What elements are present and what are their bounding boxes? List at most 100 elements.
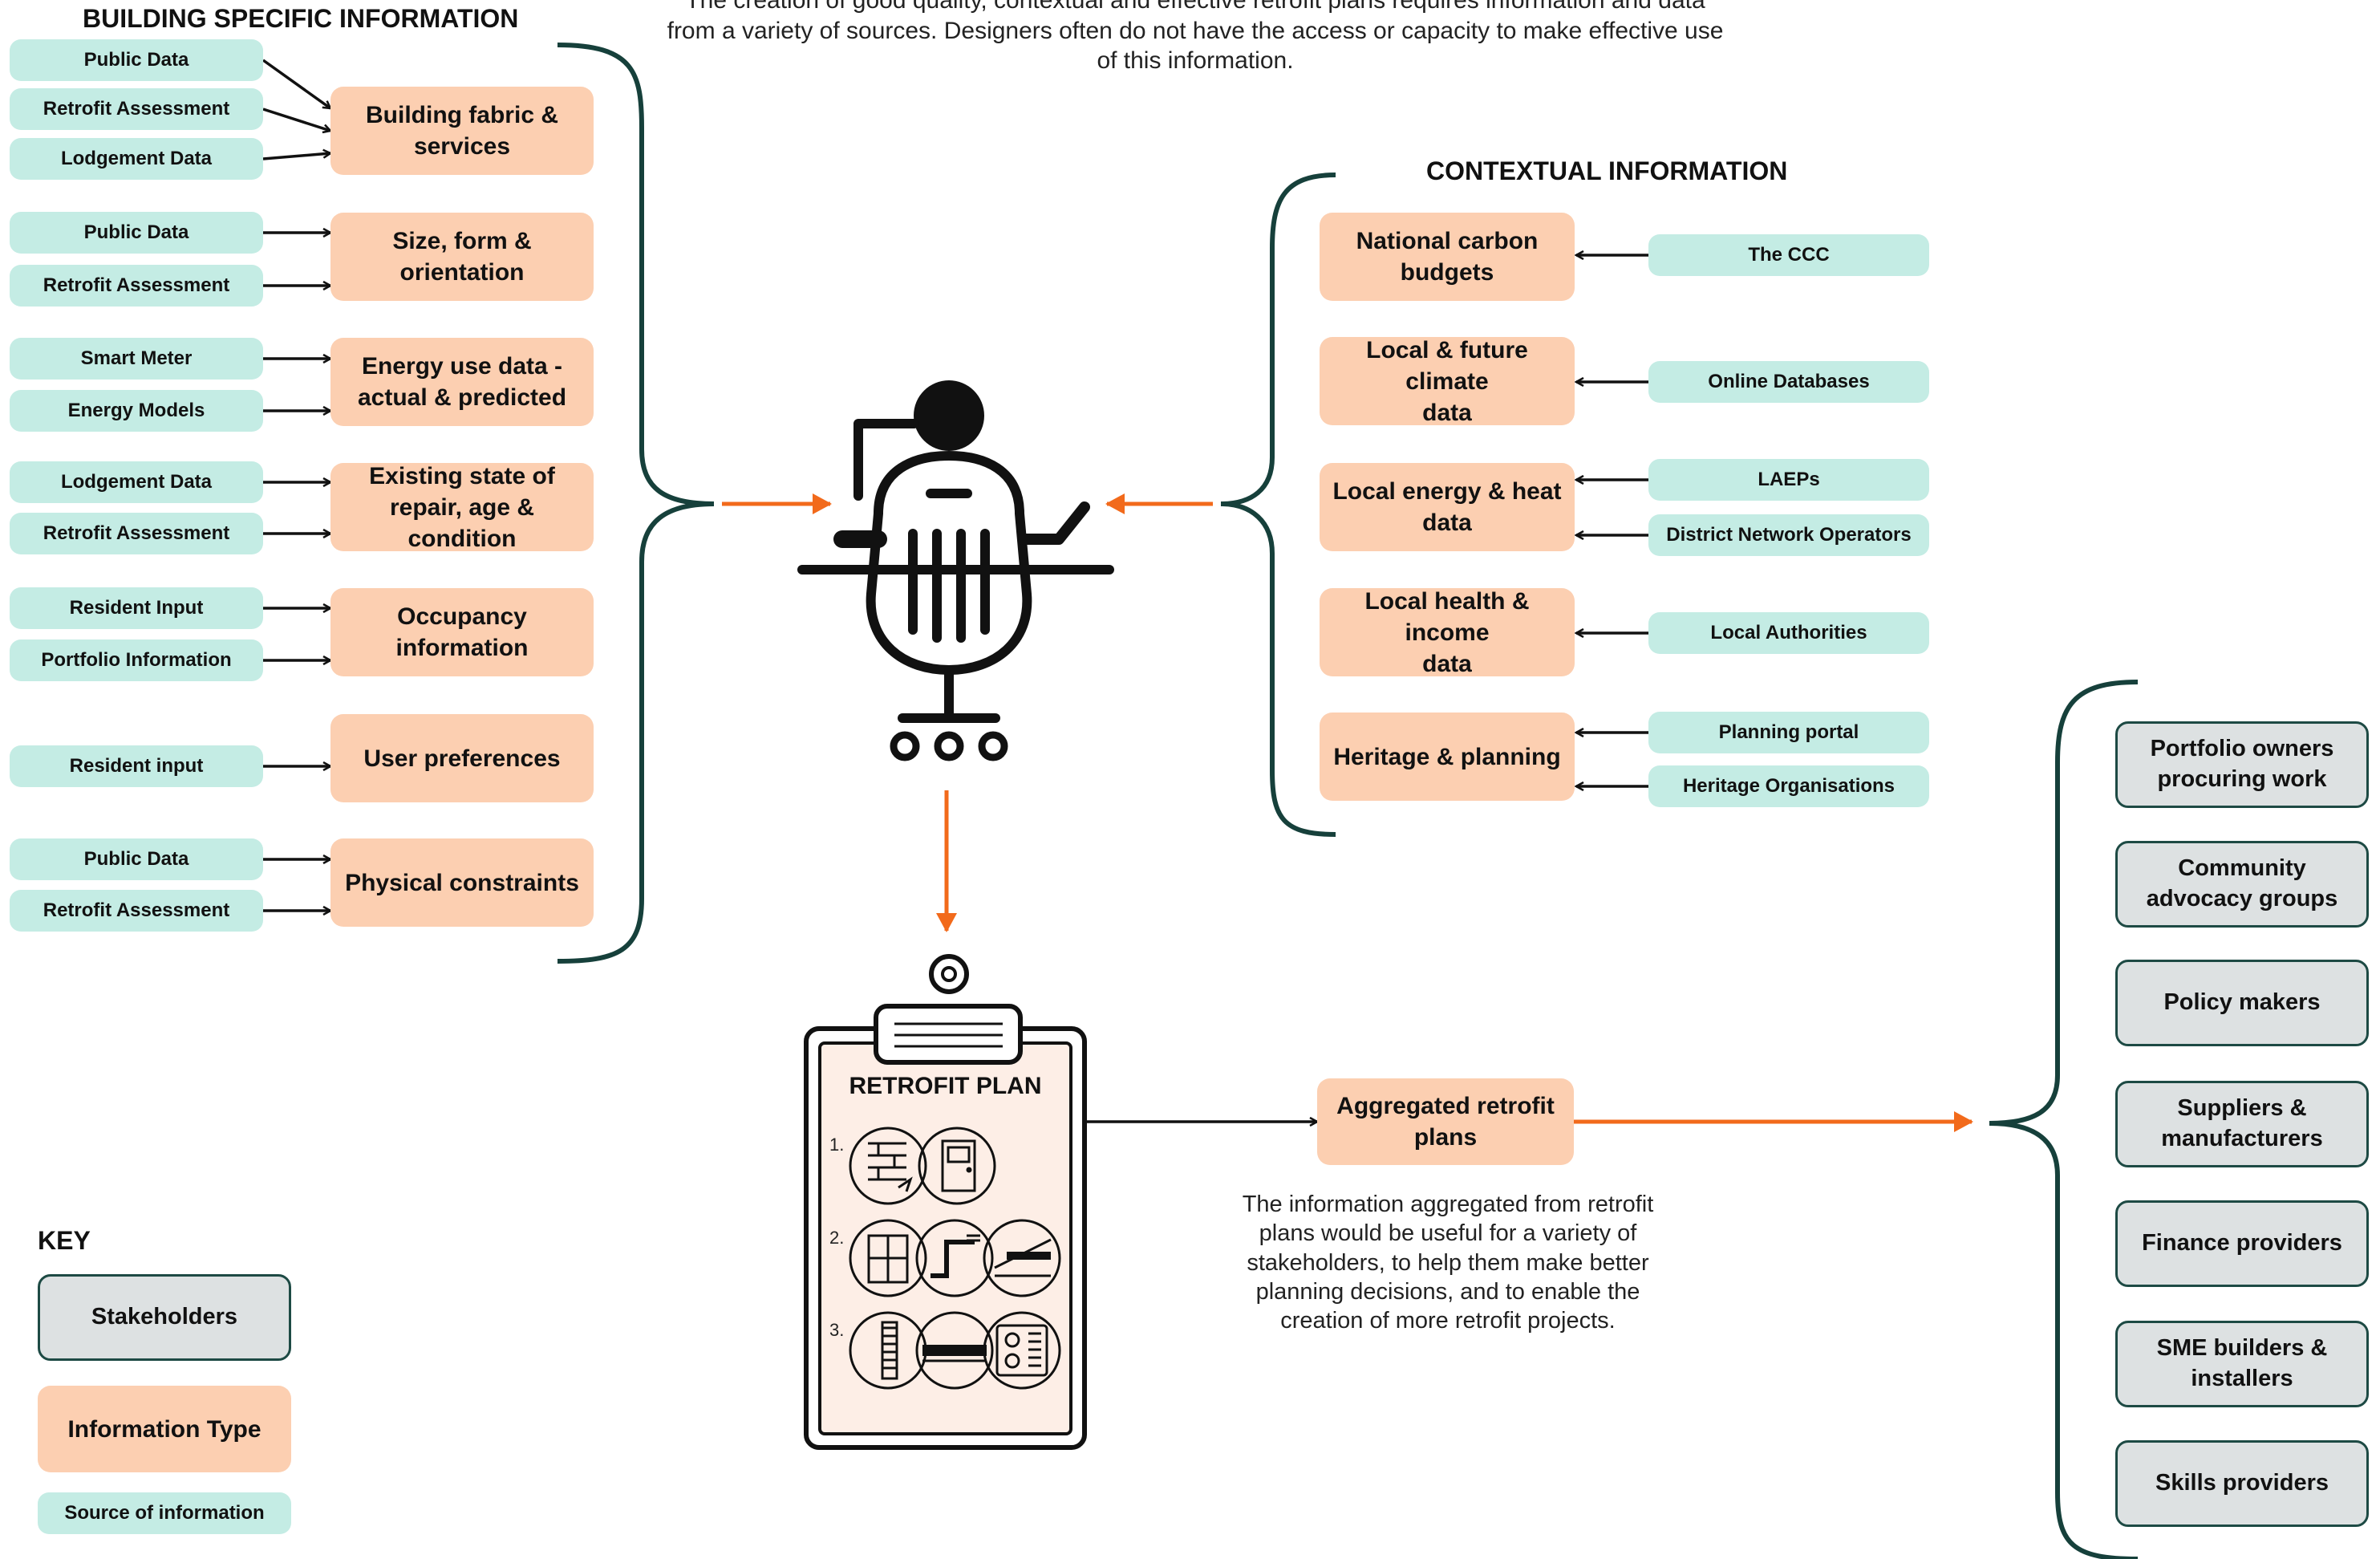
plan-step-1: 1. xyxy=(829,1135,845,1155)
plan-step-3: 3. xyxy=(829,1320,845,1340)
intro-line-1: The creation of good quality, contextual… xyxy=(685,0,1705,14)
info-box: Building fabric &services xyxy=(330,87,594,175)
source-box-line: Retrofit Assessment xyxy=(43,98,230,120)
source-box: District Network Operators xyxy=(1648,514,1929,556)
key-title: KEY xyxy=(38,1226,91,1255)
stakeholder-box-line: Suppliers & xyxy=(2177,1095,2307,1122)
window-icon xyxy=(849,1219,927,1297)
aggregated-desc-line: stakeholders, to help them make better xyxy=(1247,1249,1649,1276)
source-box: Public Data xyxy=(10,212,263,254)
source-box-line: Planning portal xyxy=(1718,721,1859,744)
source-arrows xyxy=(262,59,1648,911)
info-box-line: Heritage & planning xyxy=(1333,743,1561,770)
source-box-line: Local Authorities xyxy=(1710,622,1867,644)
aggregated-label-line-2: plans xyxy=(1413,1124,1478,1151)
door-icon xyxy=(918,1127,996,1205)
aggregated-retrofit-plans-box: Aggregated retrofit plans xyxy=(1317,1078,1574,1165)
source-box: LAEPs xyxy=(1648,459,1929,501)
plan-step-2: 2. xyxy=(829,1228,845,1248)
source-box-line: Smart Meter xyxy=(80,347,193,370)
source-box: Retrofit Assessment xyxy=(10,890,263,932)
source-box-line: Retrofit Assessment xyxy=(43,899,230,922)
source-arrow xyxy=(262,153,330,160)
intro-text: The creation of good quality, contextual… xyxy=(626,0,1765,76)
info-box-line: Local energy & heat xyxy=(1332,478,1562,505)
stakeholder-box: Suppliers & manufacturers xyxy=(2115,1081,2369,1167)
info-box-line: services xyxy=(413,133,511,160)
info-box: User preferences xyxy=(330,714,594,802)
info-box-line: data xyxy=(1422,510,1472,536)
stakeholder-box-line: manufacturers xyxy=(2161,1126,2323,1151)
info-box-line: Physical constraints xyxy=(345,869,579,896)
source-box-line: Public Data xyxy=(83,49,189,71)
source-box-line: Lodgement Data xyxy=(60,148,212,170)
info-box: Local energy & heat data xyxy=(1320,463,1575,551)
stakeholder-box-line: advocacy groups xyxy=(2146,886,2338,911)
stakeholder-box-line: installers xyxy=(2191,1366,2293,1391)
info-box: Occupancy information xyxy=(330,588,594,676)
source-box-line: Portfolio Information xyxy=(41,649,232,672)
contextual-bracket xyxy=(1220,173,1336,837)
retrofit-measure-icons xyxy=(849,1127,1061,1390)
source-box-line: The CCC xyxy=(1748,244,1830,266)
source-box: Lodgement Data xyxy=(10,461,263,503)
heat-pump-icon xyxy=(983,1311,1061,1390)
roof-insulation-icon xyxy=(983,1219,1061,1297)
stakeholder-box: Skills providers xyxy=(2115,1440,2369,1527)
source-box: Resident Input xyxy=(10,587,263,629)
source-box-line: District Network Operators xyxy=(1666,524,1912,546)
source-box: Heritage Organisations xyxy=(1648,765,1929,807)
source-box: Public Data xyxy=(10,39,263,81)
info-box-line: Occupancy xyxy=(397,603,527,630)
intro-line-3: of this information. xyxy=(1097,47,1294,74)
info-box-line: data xyxy=(1422,399,1472,426)
info-box-line: data xyxy=(1422,650,1472,677)
aggregated-desc-line: The information aggregated from retrofit xyxy=(1242,1192,1654,1217)
source-box: Resident input xyxy=(10,745,263,787)
building-heading: BUILDING SPECIFIC INFORMATION xyxy=(83,4,519,33)
aggregated-description: The information aggregated from retrofit… xyxy=(1187,1190,1709,1335)
info-box-line: Size, form & xyxy=(392,228,532,254)
stakeholder-box-line: Portfolio owners xyxy=(2150,736,2334,762)
source-box-line: Online Databases xyxy=(1708,371,1870,393)
info-box-line: National carbon xyxy=(1356,228,1539,254)
source-box-line: Heritage Organisations xyxy=(1682,775,1895,798)
source-box-line: Resident input xyxy=(69,755,204,777)
building-bracket xyxy=(557,43,715,964)
stakeholder-box-line: Finance providers xyxy=(2142,1230,2342,1257)
contextual-heading: CONTEXTUAL INFORMATION xyxy=(1426,156,1788,185)
source-box: Retrofit Assessment xyxy=(10,88,263,130)
source-box: Retrofit Assessment xyxy=(10,265,263,307)
source-box: Public Data xyxy=(10,838,263,880)
stakeholder-box: Finance providers xyxy=(2115,1200,2369,1287)
source-box: The CCC xyxy=(1648,234,1929,276)
source-box: Planning portal xyxy=(1648,712,1929,753)
source-box-line: Public Data xyxy=(83,848,189,871)
info-box-line: Local & future climate xyxy=(1366,336,1528,395)
stakeholder-box-line: Community xyxy=(2178,855,2306,882)
info-box: Energy use data -actual & predicted xyxy=(330,338,594,426)
stakeholder-box: SME builders &installers xyxy=(2115,1321,2369,1407)
key-information-type: Information Type xyxy=(38,1386,291,1472)
brick-wall-icon xyxy=(849,1127,927,1205)
info-box: Physical constraints xyxy=(330,838,594,927)
info-box: Heritage & planning xyxy=(1320,713,1575,801)
source-box: Retrofit Assessment xyxy=(10,513,263,554)
source-box: Smart Meter xyxy=(10,338,263,380)
stakeholder-box-line: Policy makers xyxy=(2163,989,2321,1016)
stakeholder-box-line: Skills providers xyxy=(2155,1470,2329,1496)
info-box-line: Energy use data - xyxy=(361,353,563,380)
source-box-line: Energy Models xyxy=(67,400,205,422)
stakeholder-box: Policy makers xyxy=(2115,960,2369,1046)
info-box-line: information xyxy=(395,635,529,661)
aggregated-desc-line: creation of more retrofit projects. xyxy=(1280,1308,1616,1334)
key-stakeholders: Stakeholders xyxy=(38,1274,291,1361)
source-box-line: Retrofit Assessment xyxy=(43,274,230,297)
stakeholder-box: Community advocacy groups xyxy=(2115,841,2369,928)
source-box-line: Public Data xyxy=(83,221,189,244)
info-box: Size, form &orientation xyxy=(330,213,594,301)
